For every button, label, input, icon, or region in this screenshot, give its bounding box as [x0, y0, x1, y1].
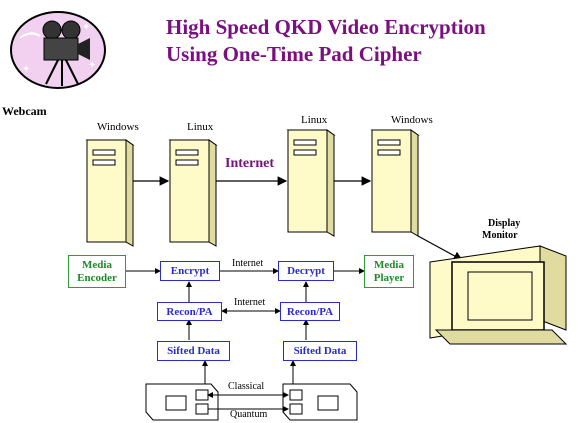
media-player-box: Media Player — [364, 255, 414, 288]
webcam-label: Webcam — [2, 104, 47, 118]
media-encoder-line-2: Encoder — [77, 271, 117, 284]
qkd-card-right — [282, 383, 358, 421]
link-server4-monitor — [417, 235, 464, 261]
page-title: High Speed QKD Video Encryption Using On… — [166, 14, 486, 68]
recon-internet-label: Internet — [234, 297, 266, 308]
recon-pa-left-box: Recon/PA — [157, 302, 222, 321]
svg-text:✦: ✦ — [22, 64, 30, 75]
recon-pa-right-box: Recon/PA — [280, 302, 340, 321]
svg-text:✦: ✦ — [88, 60, 96, 71]
server-4-os-label: Windows — [391, 114, 433, 126]
media-encoder-box: Media Encoder — [68, 255, 126, 288]
server-3-os-label: Linux — [301, 114, 328, 126]
server-1 — [85, 139, 135, 247]
server-1-os-label: Windows — [97, 121, 139, 133]
webcam-icon: ✦ ✦ ✦ — [10, 11, 106, 89]
svg-text:✦: ✦ — [82, 22, 90, 33]
sifted-data-left-box: Sifted Data — [157, 341, 230, 361]
server-4 — [370, 129, 420, 237]
media-player-line-1: Media — [374, 258, 404, 271]
internet-label: Internet — [225, 156, 274, 171]
title-line-2: Using One-Time Pad Cipher — [166, 42, 422, 66]
sifted-data-right-box: Sifted Data — [283, 341, 357, 361]
server-2 — [168, 139, 218, 247]
decrypt-box: Decrypt — [278, 261, 334, 281]
encrypt-internet-label: Internet — [232, 258, 264, 269]
classical-label: Classical — [228, 381, 265, 392]
quantum-label: Quantum — [230, 409, 268, 420]
media-player-line-2: Player — [373, 271, 405, 284]
server-2-os-label: Linux — [187, 121, 214, 133]
server-3 — [286, 129, 336, 237]
title-line-1: High Speed QKD Video Encryption — [166, 15, 486, 39]
display-label: Display — [488, 218, 521, 229]
media-encoder-line-1: Media — [82, 258, 112, 271]
encrypt-box: Encrypt — [160, 261, 220, 281]
display-monitor-icon — [429, 245, 568, 345]
monitor-label: Monitor — [482, 230, 518, 241]
qkd-card-left — [145, 383, 219, 421]
